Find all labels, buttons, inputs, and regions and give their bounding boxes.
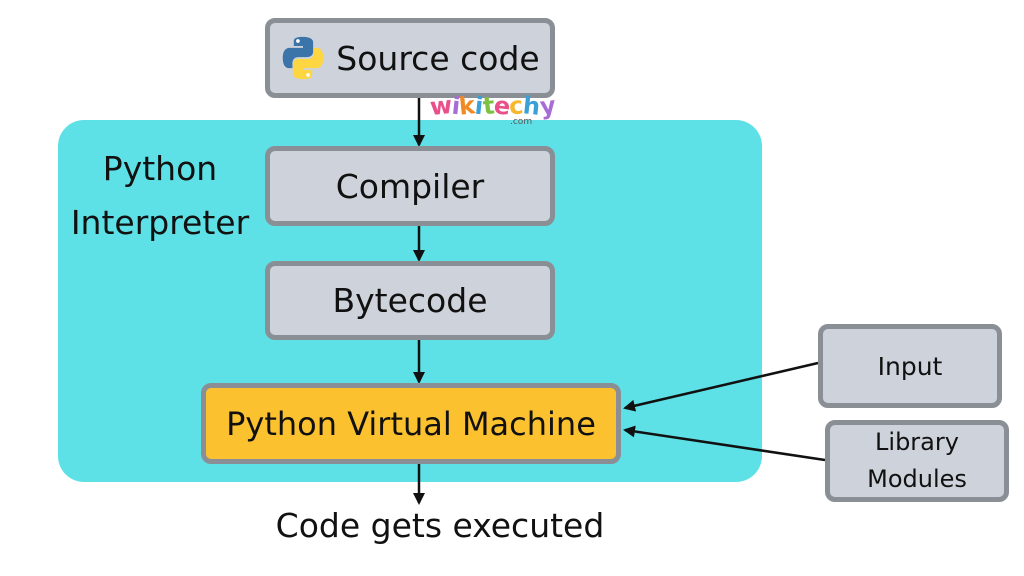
python-logo-eye-top <box>296 39 301 43</box>
python-logo-icon <box>283 36 324 80</box>
library-modules-node: Library Modules <box>825 420 1009 502</box>
wikitechy-watermark: wikitechy <box>428 90 557 122</box>
python-virtual-machine-node: Python Virtual Machine <box>201 383 621 464</box>
wikitechy-watermark-sub: .com <box>510 117 533 127</box>
arrow-input-to-pvm <box>623 361 819 412</box>
input-label: Input <box>877 351 943 381</box>
bytecode-label: Bytecode <box>332 281 488 320</box>
interpreter-label-line2: Interpreter <box>70 203 250 242</box>
interpreter-label-line1: Python <box>102 149 218 188</box>
watermark-letter: w <box>428 90 454 122</box>
source-code-label: Source code <box>336 38 540 78</box>
watermark-letter: y <box>538 91 557 121</box>
pvm-label: Python Virtual Machine <box>226 404 596 443</box>
compiler-label: Compiler <box>335 166 485 206</box>
library-label-line1: Library <box>875 428 959 456</box>
arrow-library-to-pvm <box>623 425 826 462</box>
python-interpreter-label: Python Interpreter <box>60 142 260 250</box>
python-logo-yellow <box>293 47 324 80</box>
bytecode-node: Bytecode <box>265 261 555 340</box>
python-logo-blue <box>283 36 314 69</box>
source-code-node: Source code <box>265 18 555 98</box>
input-node: Input <box>818 324 1002 408</box>
python-logo-eye-bottom <box>306 73 311 77</box>
library-label-line2: Modules <box>867 465 967 493</box>
code-executed-label: Code gets executed <box>275 506 605 545</box>
compiler-node: Compiler <box>265 146 555 226</box>
